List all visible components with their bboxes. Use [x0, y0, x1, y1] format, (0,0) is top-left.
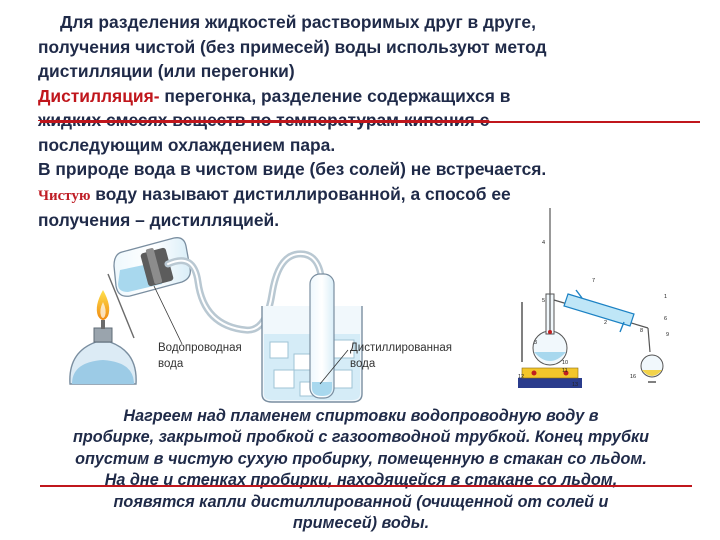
- experiment-line-5: появятся капли дистиллированной (очищенн…: [113, 492, 609, 511]
- pure-word: Чистую: [38, 187, 91, 204]
- test-tube-icon: [113, 237, 191, 297]
- part-number-4: 4: [542, 240, 545, 246]
- distillation-flask-icon: [532, 208, 568, 366]
- receiving-flask-icon: [640, 327, 664, 383]
- intro-line-2: получения чистой (без примесей) воды исп…: [38, 36, 547, 57]
- spirit-lamp-icon: [69, 290, 137, 385]
- heater-stand: [518, 378, 582, 388]
- part-number-6: 6: [664, 316, 667, 322]
- intro-line-3: дистилляции (или перегонки): [38, 61, 295, 81]
- part-number-11: 11: [562, 368, 568, 374]
- part-number-13: 13: [572, 382, 578, 388]
- part-number-2: 2: [604, 320, 607, 326]
- experiment-line-1: Нагреем над пламенем спиртовки водопрово…: [123, 407, 599, 425]
- part-number-9: 9: [666, 332, 669, 338]
- part-number-10: 10: [562, 360, 568, 366]
- part-number-7: 7: [592, 278, 595, 284]
- red-rule-bottom: [40, 485, 692, 487]
- experiment-line-6: примесей) воды.: [292, 514, 430, 533]
- label-tap-water-2: вода: [158, 358, 184, 370]
- label-distilled-water-2: вода: [350, 358, 376, 370]
- definition-line-2: жидких смесях веществ по температурам ки…: [38, 108, 698, 133]
- experiment-description: Нагреем над пламенем спиртовки водопрово…: [34, 406, 688, 534]
- nature-line: В природе вода в чистом виде (без солей)…: [38, 159, 547, 179]
- definition-line-3: последующим охлаждением пара.: [38, 134, 336, 155]
- part-number-5: 5: [542, 298, 545, 304]
- label-distilled-water-1: Дистиллированная: [350, 342, 452, 354]
- distillation-lab-figure: Водопроводная вода Дистиллированная вода: [69, 237, 452, 403]
- distillation-term: Дистилляция-: [38, 85, 160, 106]
- part-number-12: 12: [518, 374, 524, 380]
- distillation-apparatus-figure: 4 7 1 2 5 6 8 9 3 10 11 12 13 16: [518, 208, 669, 388]
- beaker-with-ice-icon: [261, 273, 363, 403]
- part-number-3: 3: [534, 340, 537, 346]
- heater-plate: [521, 367, 579, 379]
- intro-text: Для разделения жидкостей растворимых дру…: [38, 10, 698, 233]
- condenser-icon: [553, 289, 649, 333]
- intro-line-1: Для разделения жидкостей растворимых дру…: [60, 12, 536, 32]
- method-line: получения – дистилляцией.: [38, 210, 280, 230]
- experiment-line-4: На дне и стенках пробирки, находящейся в…: [104, 471, 618, 490]
- label-tap-water-1: Водопроводная: [158, 342, 242, 354]
- definition-line-2-text: жидких смесях веществ по температурам ки…: [38, 110, 490, 130]
- red-rule-top: [40, 121, 700, 123]
- definition-line: Дистилляция- перегонка, разделение содер…: [38, 84, 698, 109]
- definition-rest: перегонка, разделение содержащихся в: [159, 85, 511, 106]
- part-number-16: 16: [630, 374, 636, 380]
- experiment-line-3: опустим в чистую сухую пробирку, помещен…: [75, 449, 647, 468]
- pure-water-rest: воду называют дистиллированной, а способ…: [90, 183, 511, 204]
- pure-water-line: Чистую воду называют дистиллированной, а…: [38, 182, 698, 209]
- part-number-1: 1: [664, 294, 667, 300]
- experiment-line-2: пробирке, закрытой пробкой с газоотводно…: [72, 428, 650, 447]
- part-number-8: 8: [640, 328, 643, 334]
